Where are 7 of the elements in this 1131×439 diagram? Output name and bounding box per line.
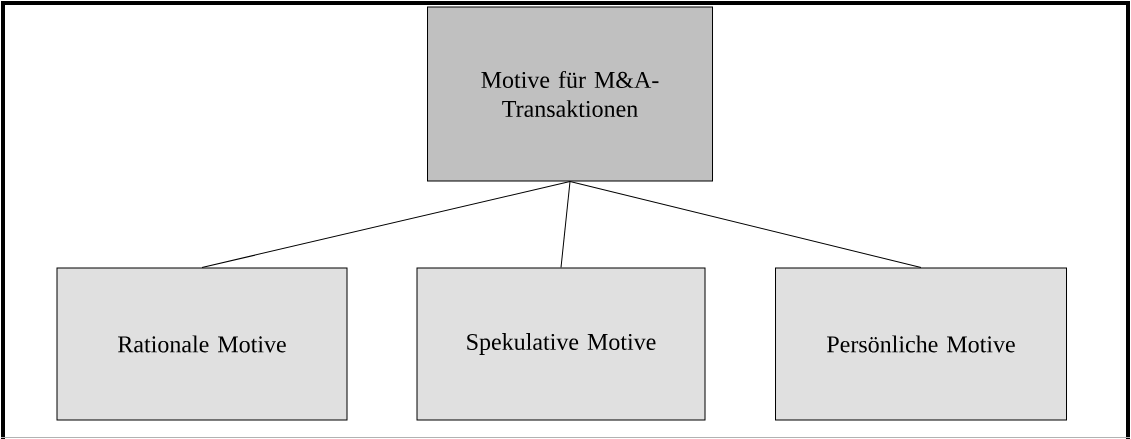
category-box: Spekulative Motive <box>416 267 706 421</box>
category-box: Persönliche Motive <box>775 267 1067 421</box>
category-box: Rationale Motive <box>56 267 348 421</box>
connector <box>201 181 571 268</box>
connector <box>569 181 922 268</box>
topic-box: Motive für M&A-Transaktionen <box>427 6 713 182</box>
connector <box>560 181 571 268</box>
